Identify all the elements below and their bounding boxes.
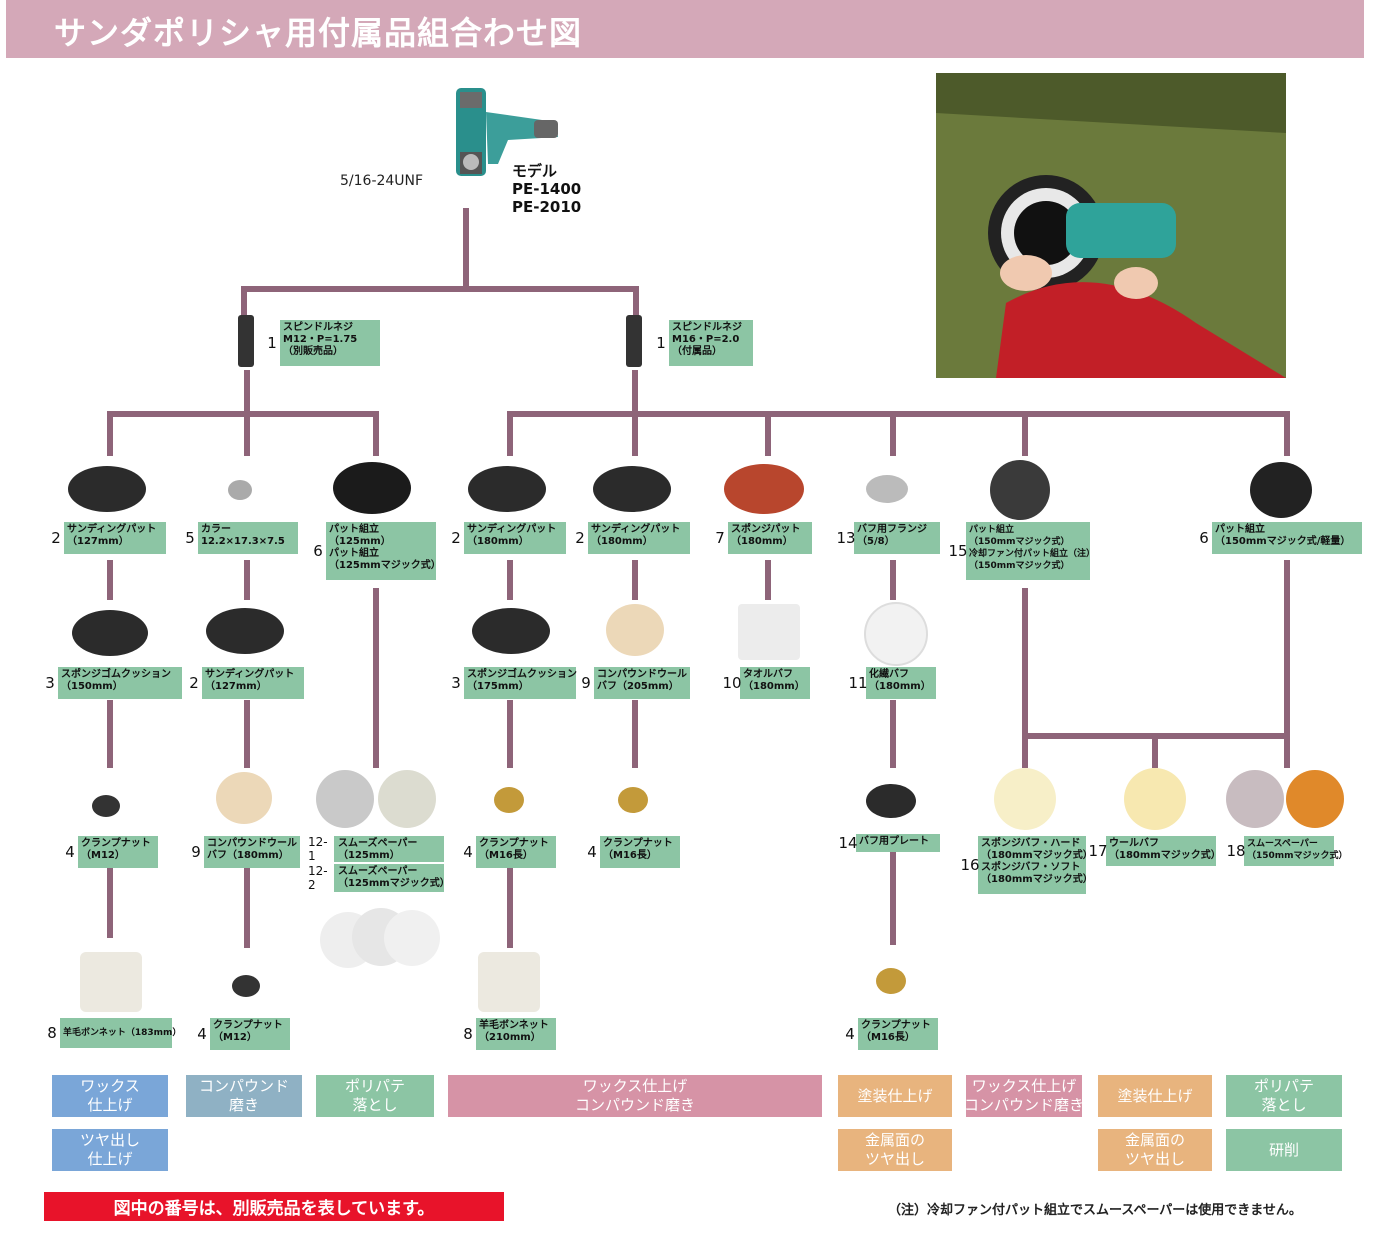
pad-assembly-150-icon [990,460,1050,520]
collar-icon [228,480,252,500]
clamp-nut-m12-icon [92,795,120,817]
sponge-buff-icon [994,768,1056,830]
sponge-pad-icon [724,464,804,514]
buff-flange-icon [866,475,908,503]
sanding-pad-127-icon [68,466,146,512]
thread-spec: 5/16-24UNF [340,173,424,189]
model-pe2010: PE-2010 [512,198,582,216]
clamp-nut-m16-a-icon [494,787,524,813]
category-grinding: 研削 [1226,1129,1342,1171]
category-wax-compound-2: ワックス仕上げ コンパウンド磨き [964,1075,1084,1117]
usage-photo [936,73,1286,378]
model-label: モデル [512,162,558,180]
spindle-m16-icon [626,315,642,367]
clamp-nut-m16-b-icon [618,787,648,813]
sponge-rubber-cushion-175-icon [472,608,550,654]
category-compound-polish: コンパウンド 磨き [186,1075,302,1117]
notice-banner: 図中の番号は、別販売品を表しています。 [44,1192,504,1221]
header-banner: サンダポリシャ用付属品組合わせ図 [6,0,1364,58]
sponge-rubber-cushion-150-icon [72,610,148,656]
clamp-nut-m12-b-icon [232,975,260,997]
polisher-illustration [448,82,568,182]
wool-bonnet-183-icon [80,952,142,1012]
model-pe1400: PE-1400 [512,180,582,198]
category-metal-gloss-2: 金属面の ツヤ出し [1098,1129,1212,1171]
towel-buff-icon [738,604,800,660]
compound-wool-buff-205-icon [606,604,664,656]
category-paint-finish: 塗装仕上げ [838,1075,952,1117]
sanding-pad-180b-icon [593,466,671,512]
footnote: （注）冷却ファン付パット組立でスムースペーパーは使用できません。 [888,1203,1302,1218]
smooth-paper-150-orange-icon [1286,770,1344,828]
category-putty-removal-2: ポリパテ 落とし [1226,1075,1342,1117]
compound-wool-buff-180-icon [216,772,272,824]
wool-buff-icon [1124,768,1186,830]
page-title: サンダポリシャ用付属品組合わせ図 [54,14,583,52]
smooth-paper-150-icon [1226,770,1284,828]
category-wax-compound: ワックス仕上げ コンパウンド磨き [448,1075,822,1117]
category-putty-removal: ポリパテ 落とし [316,1075,434,1117]
pad-assembly-125-icon [333,462,411,514]
smooth-paper-125-magic-icon [378,770,436,828]
synthetic-buff-icon [864,602,928,666]
spindle-m12-icon [238,315,254,367]
pad-assembly-150-light-icon [1250,462,1312,518]
buff-plate-icon [866,784,916,818]
category-wax-finish: ワックス 仕上げ [52,1075,168,1117]
paper-stack-3-icon [384,910,440,966]
smooth-paper-125-icon [316,770,374,828]
model-names: モデル PE-1400 PE-2010 [512,162,581,216]
clamp-nut-m16-c-icon [876,968,906,994]
category-paint-finish-2: 塗装仕上げ [1098,1075,1212,1117]
category-metal-gloss: 金属面の ツヤ出し [838,1129,952,1171]
category-gloss-finish: ツヤ出し 仕上げ [52,1129,168,1171]
sanding-pad-180-icon [468,466,546,512]
sanding-pad-127b-icon [206,608,284,654]
wool-bonnet-210-icon [478,952,540,1012]
